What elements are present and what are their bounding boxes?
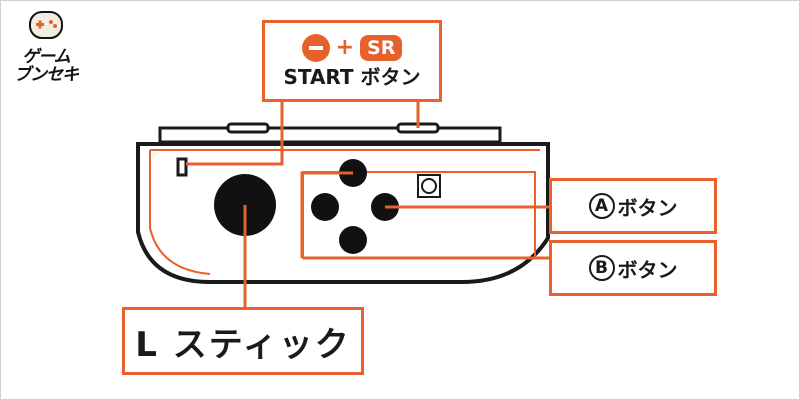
logo-text-line2: ブンセキ — [14, 65, 79, 85]
leader-up-button — [300, 171, 353, 258]
joycon-trim — [149, 150, 211, 275]
a-button-label: ボタン — [617, 195, 678, 220]
b-button-callout: B ボタン — [549, 240, 717, 296]
gamepad-icon — [29, 11, 63, 39]
l-stick-callout: L スティック — [122, 307, 364, 375]
capture-button-dot — [421, 178, 437, 194]
face-button-down — [339, 226, 367, 254]
face-button-left — [311, 193, 339, 221]
start-button-callout: + SR START ボタン — [262, 20, 442, 102]
joycon-top-rail — [158, 126, 502, 144]
leader-start-minus — [186, 102, 284, 166]
minus-button — [176, 157, 188, 177]
leader-lines — [186, 102, 549, 307]
minus-button-icon — [301, 34, 330, 62]
a-letter-badge: A — [588, 193, 615, 219]
b-letter-badge: B — [588, 255, 615, 281]
start-combo: + SR — [301, 34, 403, 62]
l-stick-label: L スティック — [135, 324, 351, 365]
b-button-label: ボタン — [617, 257, 678, 282]
sr-badge: SR — [360, 35, 403, 61]
plus-sign: + — [335, 35, 355, 60]
logo-text-line1: ゲーム — [22, 47, 71, 67]
a-button-callout: A ボタン — [549, 178, 717, 234]
site-logo: ゲーム ブンセキ — [6, 10, 86, 86]
sl-button — [226, 122, 270, 134]
start-button-label: START ボタン — [283, 65, 421, 89]
